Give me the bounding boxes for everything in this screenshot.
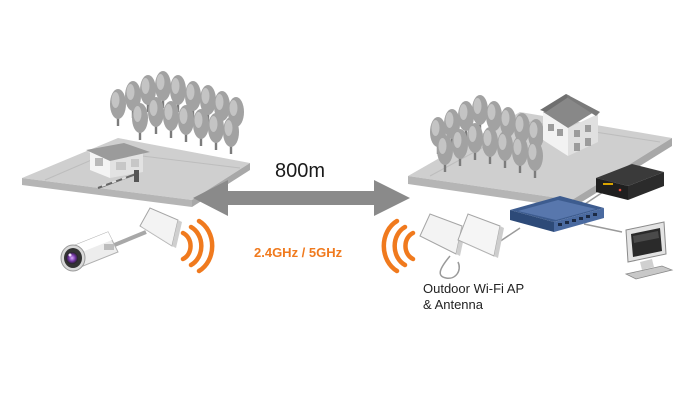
frequency-label: 2.4GHz / 5GHz <box>254 245 342 260</box>
distance-label: 800m <box>275 160 325 183</box>
ap-label: Outdoor Wi-Fi AP & Antenna <box>423 281 524 313</box>
panel-antenna-icon <box>420 214 466 256</box>
distance-arrow <box>193 180 410 216</box>
monitor-icon <box>626 222 672 279</box>
panel-antenna-icon <box>140 208 182 248</box>
signal-waves-icon <box>183 221 212 271</box>
ap-label-line2: & Antenna <box>423 297 524 313</box>
ip-camera-icon <box>61 232 118 271</box>
signal-waves-icon <box>384 221 413 271</box>
ap-label-line1: Outdoor Wi-Fi AP <box>423 281 524 297</box>
outdoor-ap-icon <box>458 214 504 258</box>
